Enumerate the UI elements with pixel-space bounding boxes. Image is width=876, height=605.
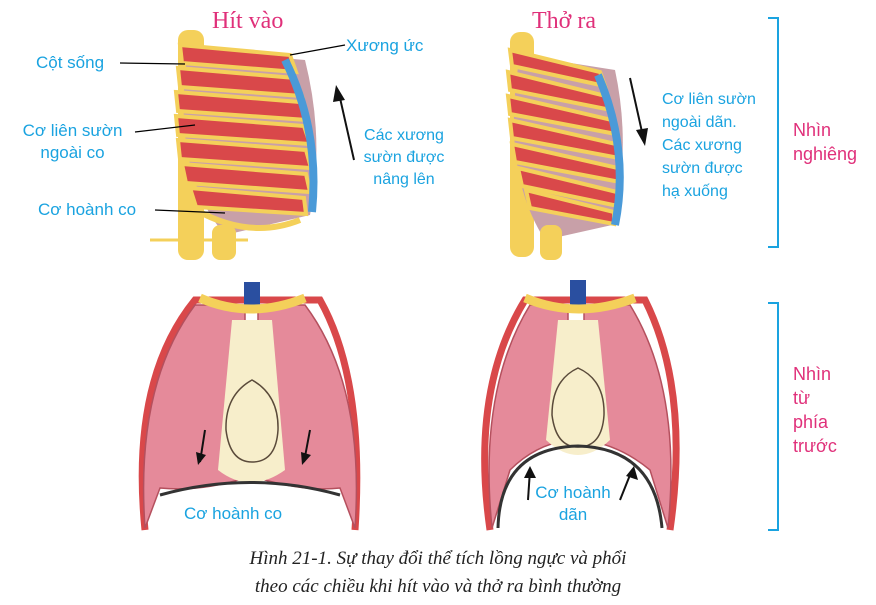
leader-lines-inhale [119,44,346,214]
title-inhale: Hít vào [212,8,284,34]
ribs-down-arrow [629,77,648,146]
diaphragm-flat [159,481,341,497]
view-front-label: Nhìn từ phía trước [793,364,837,456]
cartilage-inhale [281,58,318,213]
ribs-exhale [505,47,623,227]
ribs-inhale [173,42,314,217]
bracket-side [768,17,779,248]
ribcage-inhale [150,30,318,260]
heart-inhale [225,379,279,463]
caption-line-2: theo các chiều khi hít vào và thở ra bìn… [254,576,622,597]
ribs-up-arrow [333,85,355,161]
diaphragm-dome [496,444,664,529]
label-intercostal-contract: Cơ liên sườn ngoài co [22,121,123,162]
label-front-diaphragm-contract: Cơ hoành co [184,504,283,523]
caption-line-1: Hình 21-1. Sự thay đổi thể tích lồng ngự… [249,548,627,569]
view-brackets [768,17,779,531]
ribcage-exhale [505,32,624,260]
label-intercostal-relax: Cơ liên sườn ngoài dãn. Các xương sườn đ… [662,91,756,200]
label-sternum: Xương ức [346,36,424,55]
view-side-label: Nhìn nghiêng [793,120,858,164]
front-inhale [138,282,361,531]
title-exhale: Thở ra [532,8,596,34]
label-diaphragm-contract: Cơ hoành co [38,200,137,219]
label-front-diaphragm-relax: Cơ hoành dãn [535,483,611,524]
label-spine: Cột sống [36,53,105,72]
bracket-front [768,302,779,531]
front-exhale [481,280,680,531]
label-ribs-raised: Các xương sườn được nâng lên [363,127,445,188]
